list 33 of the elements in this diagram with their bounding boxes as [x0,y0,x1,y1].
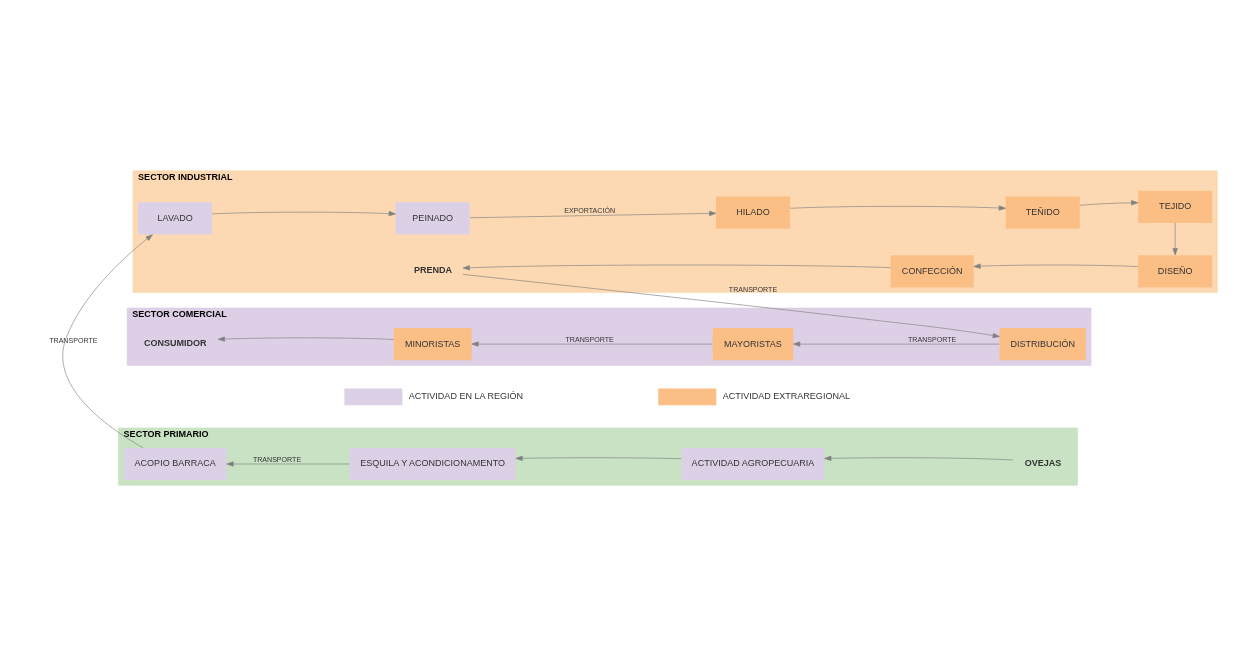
node-text: PRENDA [413,264,453,275]
arrow [211,210,396,216]
arrow [462,273,1000,338]
node-box: TEÑIDO [1005,196,1080,229]
node-box: MAYORISTAS [712,327,794,360]
arrow [789,204,1006,211]
arrow [217,336,394,342]
node-box: LAVADO [138,201,213,235]
arrow [469,210,717,218]
legend-label: ACTIVIDAD EXTRAREGIONAL [722,390,850,401]
node-text: OVEJAS [1024,457,1062,468]
node-box: HILADO [715,196,791,229]
node-box: ACOPIO BARRACA [123,447,227,480]
arrow [1079,199,1139,206]
legend-label: ACTIVIDAD EN LA REGIÓN [408,390,524,401]
arrow [793,341,1000,347]
node-text: CONSUMIDOR [143,337,207,348]
arrow [973,263,1139,269]
arrow [515,455,682,461]
node-box: MINORISTAS [393,327,472,360]
arrow [226,460,350,467]
node-box: PEINADO [395,201,470,235]
node-box: TEJIDO [1138,190,1213,223]
node-box: DISTRIBUCIÓN [999,327,1086,360]
arrow [462,264,891,270]
node-box: DISEÑO [1138,254,1213,287]
node-box: CONFECCIÓN [890,254,974,287]
node-box: ACTIVIDAD AGROPECUARIA [681,447,825,480]
node-box: ESQUILA Y ACONDICIONAMENTO [349,447,516,480]
arrow [62,233,153,448]
arrow [1172,222,1178,255]
arrow [471,341,713,347]
arrow [824,455,1014,461]
